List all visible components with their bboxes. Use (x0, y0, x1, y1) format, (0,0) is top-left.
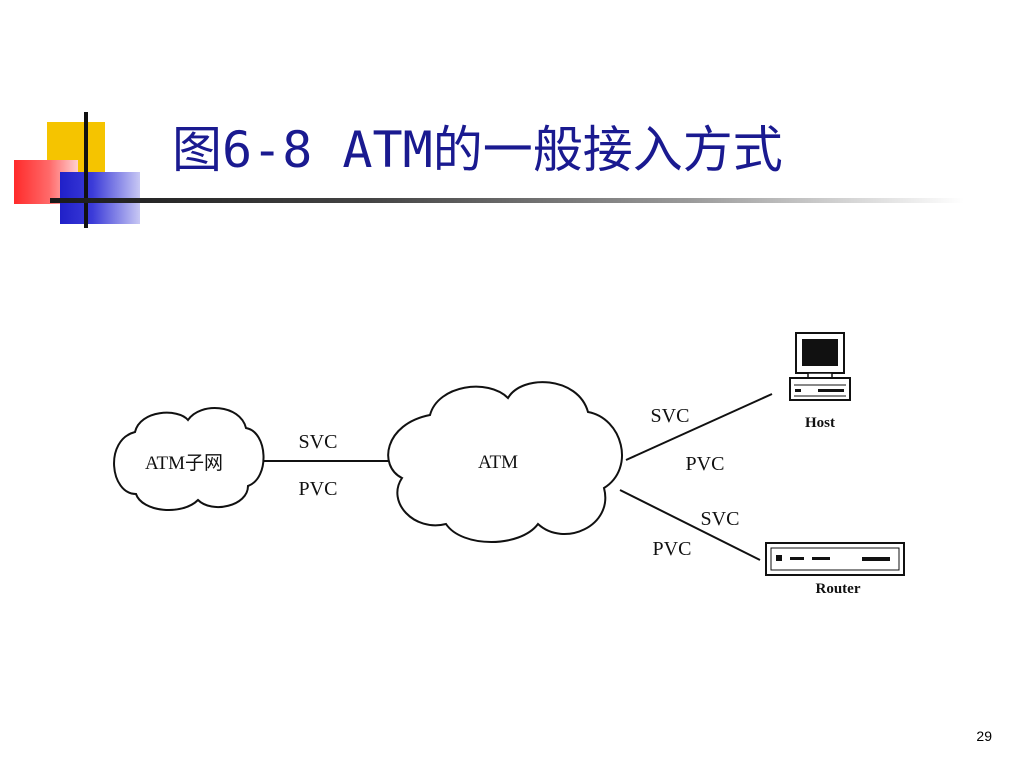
router-label: Router (816, 581, 861, 597)
link-atm-to-host (625, 393, 773, 461)
cloud-subnet-label: ATM子网 (145, 453, 223, 474)
computer-icon (789, 332, 851, 401)
router-link-pvc-label: PVC (653, 538, 692, 560)
left-link-pvc-label: PVC (299, 478, 338, 500)
host-label: Host (805, 415, 835, 431)
router-link-svc-label: SVC (701, 508, 740, 530)
host-link-pvc-label: PVC (686, 453, 725, 475)
slide-title: 图6-8 ATM的一般接入方式 (172, 121, 783, 179)
cloud-atm-subnet (113, 407, 265, 511)
page-number: 29 (976, 728, 992, 744)
title-rule (50, 198, 964, 203)
left-link-svc-label: SVC (299, 431, 338, 453)
cloud-core-label: ATM (478, 452, 518, 473)
decor-vertical-line (84, 112, 88, 228)
cloud-atm-core (387, 381, 623, 543)
host-link-svc-label: SVC (651, 405, 690, 427)
link-atm-to-router (619, 489, 761, 561)
router-icon (765, 542, 905, 576)
